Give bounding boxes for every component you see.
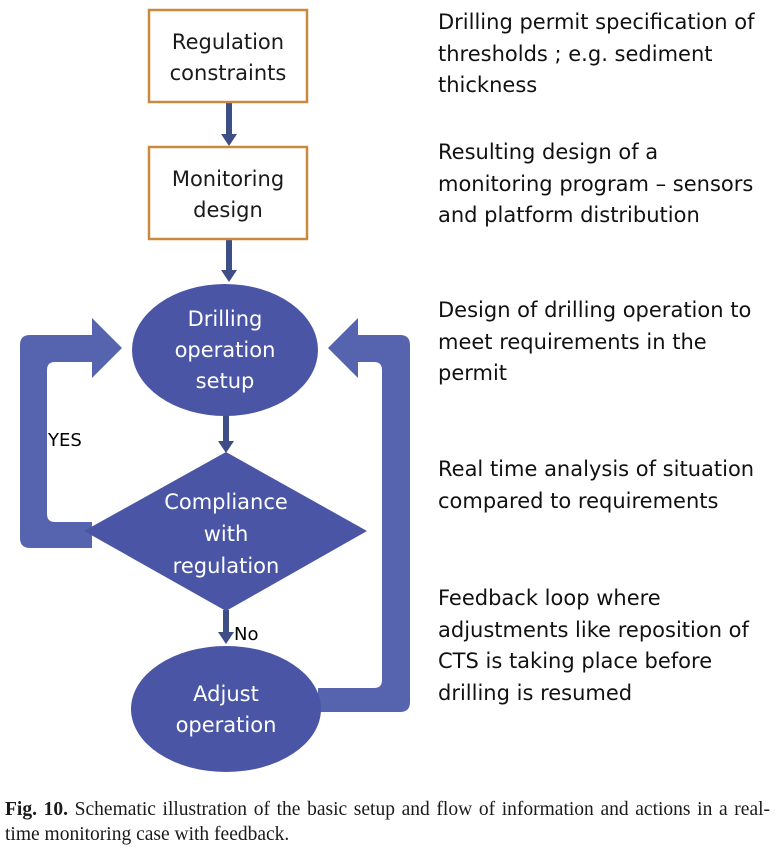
drilling-ellipse-line-2: operation xyxy=(175,338,276,362)
monitoring-box-line-2: design xyxy=(193,198,263,222)
description-monitoring: Resulting design of a monitoring program… xyxy=(438,140,754,227)
compliance-decision-diamond xyxy=(84,452,367,611)
yes-loop-arrow xyxy=(20,318,122,548)
figure-caption: Fig. 10. Schematic illustration of the b… xyxy=(5,797,770,847)
compliance-diamond-line-2: with xyxy=(204,522,249,546)
description-drilling: Design of drilling operation to meet req… xyxy=(438,298,752,385)
regulation-box-line-2: constraints xyxy=(170,61,287,85)
no-label: No xyxy=(234,624,258,645)
adjust-operation-ellipse xyxy=(131,646,321,772)
arrow-regulation-to-monitoring xyxy=(221,103,237,146)
drilling-ellipse-line-1: Drilling xyxy=(188,307,263,331)
regulation-constraints-box xyxy=(147,8,309,104)
monitoring-design-box xyxy=(147,145,309,241)
drilling-setup-ellipse xyxy=(132,284,318,416)
caption-text: Schematic illustration of the basic setu… xyxy=(5,799,771,845)
arrow-drilling-to-compliance xyxy=(218,415,234,453)
regulation-box-line-1: Regulation xyxy=(172,30,284,54)
compliance-diamond-line-3: regulation xyxy=(173,554,280,578)
monitoring-box-line-1: Monitoring xyxy=(172,167,284,191)
description-compliance: Real time analysis of situation compared… xyxy=(438,457,755,513)
compliance-diamond-line-1: Compliance xyxy=(164,490,288,514)
arrow-compliance-to-adjust xyxy=(218,610,234,644)
adjust-ellipse-line-2: operation xyxy=(176,713,277,737)
arrow-monitoring-to-drilling xyxy=(221,240,237,282)
description-feedback: Feedback loop where adjustments like rep… xyxy=(438,586,749,705)
no-loop-arrow xyxy=(318,318,410,712)
adjust-ellipse-line-1: Adjust xyxy=(193,682,259,706)
description-regulation: Drilling permit specification of thresho… xyxy=(438,10,755,97)
flowchart: Regulation constraints Monitoring design… xyxy=(20,8,410,772)
drilling-ellipse-line-3: setup xyxy=(196,369,255,393)
yes-label: YES xyxy=(47,430,82,451)
caption-label: Fig. 10. xyxy=(5,799,68,820)
